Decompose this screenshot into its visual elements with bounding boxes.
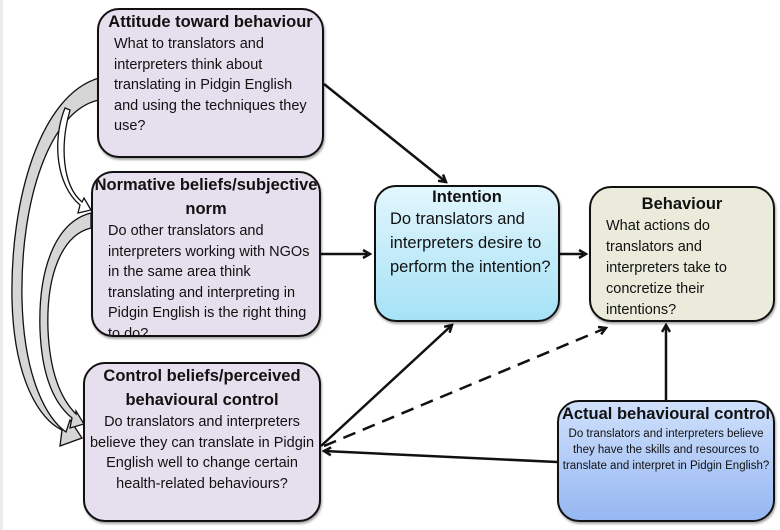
curved-arrow-attitude-to-control [11,77,100,447]
node-intention: Intention Do translators and interpreter… [374,185,560,322]
node-normative: Normative beliefs/subjective norm Do oth… [91,171,321,337]
arrow-control-to-behaviour-dashed [323,328,606,448]
node-normative-body: Do other translators and interpreters wo… [108,223,310,337]
node-control-body: Do translators and interpreters believe … [89,414,315,492]
arrow-attitude-to-intention [323,83,446,182]
node-actual-control: Actual behavioural control Do translator… [557,400,775,522]
node-attitude: Attitude toward behaviour What to transl… [97,8,324,158]
node-attitude-body: What to translators and interpreters thi… [114,36,307,134]
node-behaviour: Behaviour What actions do translators an… [589,186,775,322]
node-behaviour-body: What actions do translators and interpre… [606,218,727,318]
node-attitude-title: Attitude toward behaviour [108,13,313,31]
node-actual-control-body: Do translators and interpreters believe … [562,428,770,472]
node-intention-title: Intention [432,188,502,206]
page-edge [0,0,3,530]
node-behaviour-title: Behaviour [641,195,723,213]
node-control-title: Control beliefs/perceived behavioural co… [103,367,301,409]
curved-arrow-attitude-to-normative [57,107,93,214]
node-control: Control beliefs/perceived behavioural co… [83,362,321,522]
node-actual-control-title: Actual behavioural control [561,405,771,423]
node-normative-title: Normative beliefs/subjective norm [94,176,318,218]
arrow-actual-to-control [324,451,558,464]
arrow-control-to-intention [320,325,452,447]
node-intention-body: Do translators and interpreters desire t… [390,210,551,276]
